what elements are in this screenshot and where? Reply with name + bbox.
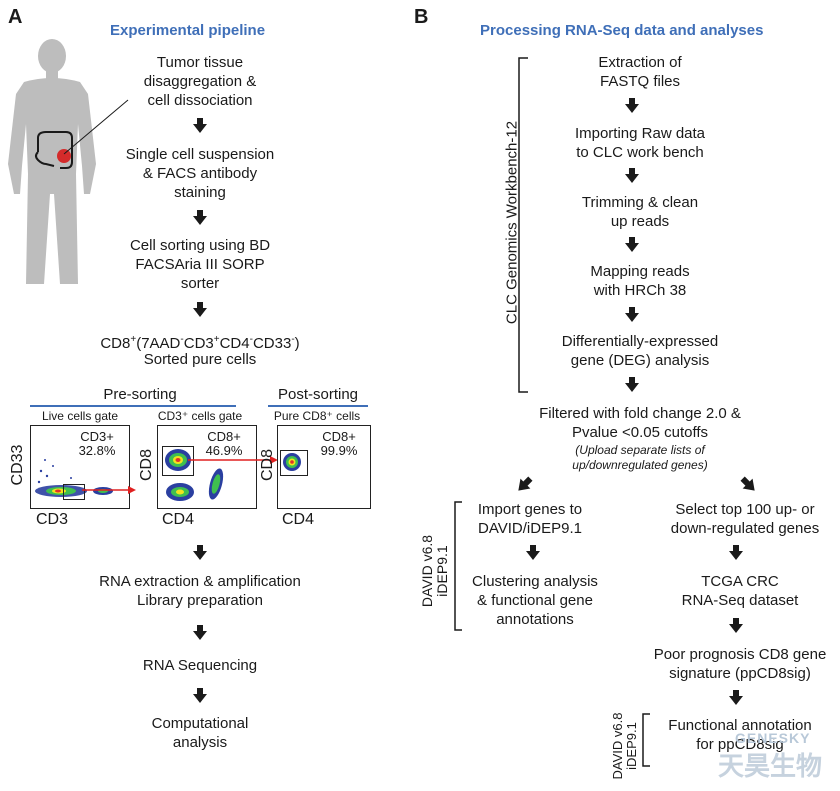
panel-b-heading: Processing RNA-Seq data and analyses: [480, 22, 764, 39]
down-arrow-icon: [193, 210, 207, 225]
panel-a-letter: A: [8, 6, 23, 28]
step-tcga-dataset: TCGA CRC RNA-Seq dataset: [681, 573, 799, 609]
clc-bracket: [518, 57, 528, 393]
clc-workbench-label: CLC Genomics Workbench-12: [503, 120, 521, 325]
facs-plot-live-cells: CD3+ 32.8%: [30, 425, 130, 509]
red-arrow-icon: [82, 486, 136, 494]
watermark-cjk: 天昊生物: [718, 751, 823, 781]
down-arrow-icon: [193, 688, 207, 703]
x-axis-label: CD4: [161, 511, 194, 528]
filter-criteria: Filtered with fold change 2.0 & Pvalue <…: [539, 405, 741, 441]
step-select-top-genes: Select top 100 up- or down-regulated gen…: [670, 501, 820, 537]
post-sorting-underline: [268, 405, 368, 407]
step-rna-sequencing: RNA Sequencing: [142, 657, 258, 674]
down-arrow-icon: [193, 302, 207, 317]
step-fastq-extraction: Extraction of FASTQ files: [598, 54, 682, 90]
down-arrow-icon: [729, 545, 743, 560]
down-arrow-icon: [526, 545, 540, 560]
step-cell-sorting: Cell sorting using BD FACSAria III SORP …: [129, 237, 271, 292]
step-computational-analysis: Computational analysis: [151, 715, 249, 751]
red-arrow-icon: [188, 456, 278, 464]
step-mapping-reads: Mapping reads with HRCh 38: [590, 263, 690, 299]
pre-sorting-label: Pre-sorting: [103, 386, 177, 403]
facs-plot-cd3-cells: CD8+ 46.9%: [157, 425, 257, 509]
step-functional-annotation: Functional annotation for ppCD8sig: [668, 717, 812, 753]
diagonal-arrow-left-icon: [518, 476, 533, 491]
step-trimming: Trimming & clean up reads: [581, 194, 699, 230]
pointer-line: [63, 99, 129, 155]
y-axis-label: CD33: [9, 444, 26, 486]
cd8-phenotype-label: CD8+(7AAD-CD3+CD4-CD33-): [100, 334, 300, 352]
upload-note: (Upload separate lists of up/downregulat…: [572, 443, 708, 472]
y-axis-label: CD8: [138, 449, 155, 482]
step-rna-extraction: RNA extraction & amplification Library p…: [99, 573, 301, 609]
panel-b-letter: B: [414, 6, 429, 28]
sorted-cells-label: Sorted pure cells: [143, 351, 257, 368]
down-arrow-icon: [729, 618, 743, 633]
down-arrow-icon: [625, 98, 639, 113]
gate-name: CD3+: [80, 429, 114, 444]
david-bracket-small: [642, 713, 650, 767]
down-arrow-icon: [193, 625, 207, 640]
gate-percentage: 99.9%: [320, 443, 358, 458]
diagonal-arrow-right-icon: [740, 476, 755, 491]
down-arrow-icon: [729, 690, 743, 705]
gate-name: CD8+: [207, 429, 241, 444]
x-axis-label: CD4: [281, 511, 314, 528]
gate-name: CD8+: [322, 429, 356, 444]
watermark-latin: GENESKY: [735, 730, 811, 746]
facs-plot-pure-cd8: CD8+ 99.9%: [277, 425, 371, 509]
down-arrow-icon: [625, 237, 639, 252]
step-import-genes: Import genes to DAVID/iDEP9.1: [477, 501, 583, 537]
pre-sorting-underline: [30, 405, 236, 407]
down-arrow-icon: [193, 118, 207, 133]
gate-rectangle: [280, 450, 308, 476]
pure-cd8-cells-label: Pure CD8⁺ cells: [273, 409, 361, 423]
down-arrow-icon: [625, 377, 639, 392]
x-axis-label: CD3: [35, 511, 68, 528]
step-clustering-analysis: Clustering analysis & functional gene an…: [472, 573, 598, 628]
gate-rectangle: [63, 484, 85, 500]
down-arrow-icon: [625, 168, 639, 183]
gate-rectangle: [162, 446, 194, 476]
step-ppcd8sig: Poor prognosis CD8 gene signature (ppCD8…: [653, 646, 827, 682]
tumor-icon: [57, 149, 71, 163]
step-tumor-tissue: Tumor tissue disaggregation & cell disso…: [143, 54, 257, 109]
gate-percentage: 46.9%: [205, 443, 243, 458]
david-bracket: [454, 501, 462, 631]
cell-population-dots: [165, 449, 224, 501]
live-cells-gate-label: Live cells gate: [41, 409, 119, 423]
step-cell-suspension: Single cell suspension & FACS antibody s…: [125, 146, 275, 201]
step-deg-analysis: Differentially-expressed gene (DEG) anal…: [561, 333, 719, 369]
human-body-figure: [8, 39, 96, 284]
post-sorting-label: Post-sorting: [277, 386, 359, 403]
down-arrow-icon: [193, 545, 207, 560]
cd3-cells-gate-label: CD3⁺ cells gate: [157, 409, 243, 423]
step-import-raw-data: Importing Raw data to CLC work bench: [574, 125, 706, 161]
cell-population-dots: [35, 459, 113, 497]
cell-population-dots: [283, 453, 301, 471]
gate-percentage: 32.8%: [78, 443, 116, 458]
y-axis-label: CD8: [259, 449, 276, 482]
panel-a-heading: Experimental pipeline: [110, 22, 266, 39]
down-arrow-icon: [625, 307, 639, 322]
